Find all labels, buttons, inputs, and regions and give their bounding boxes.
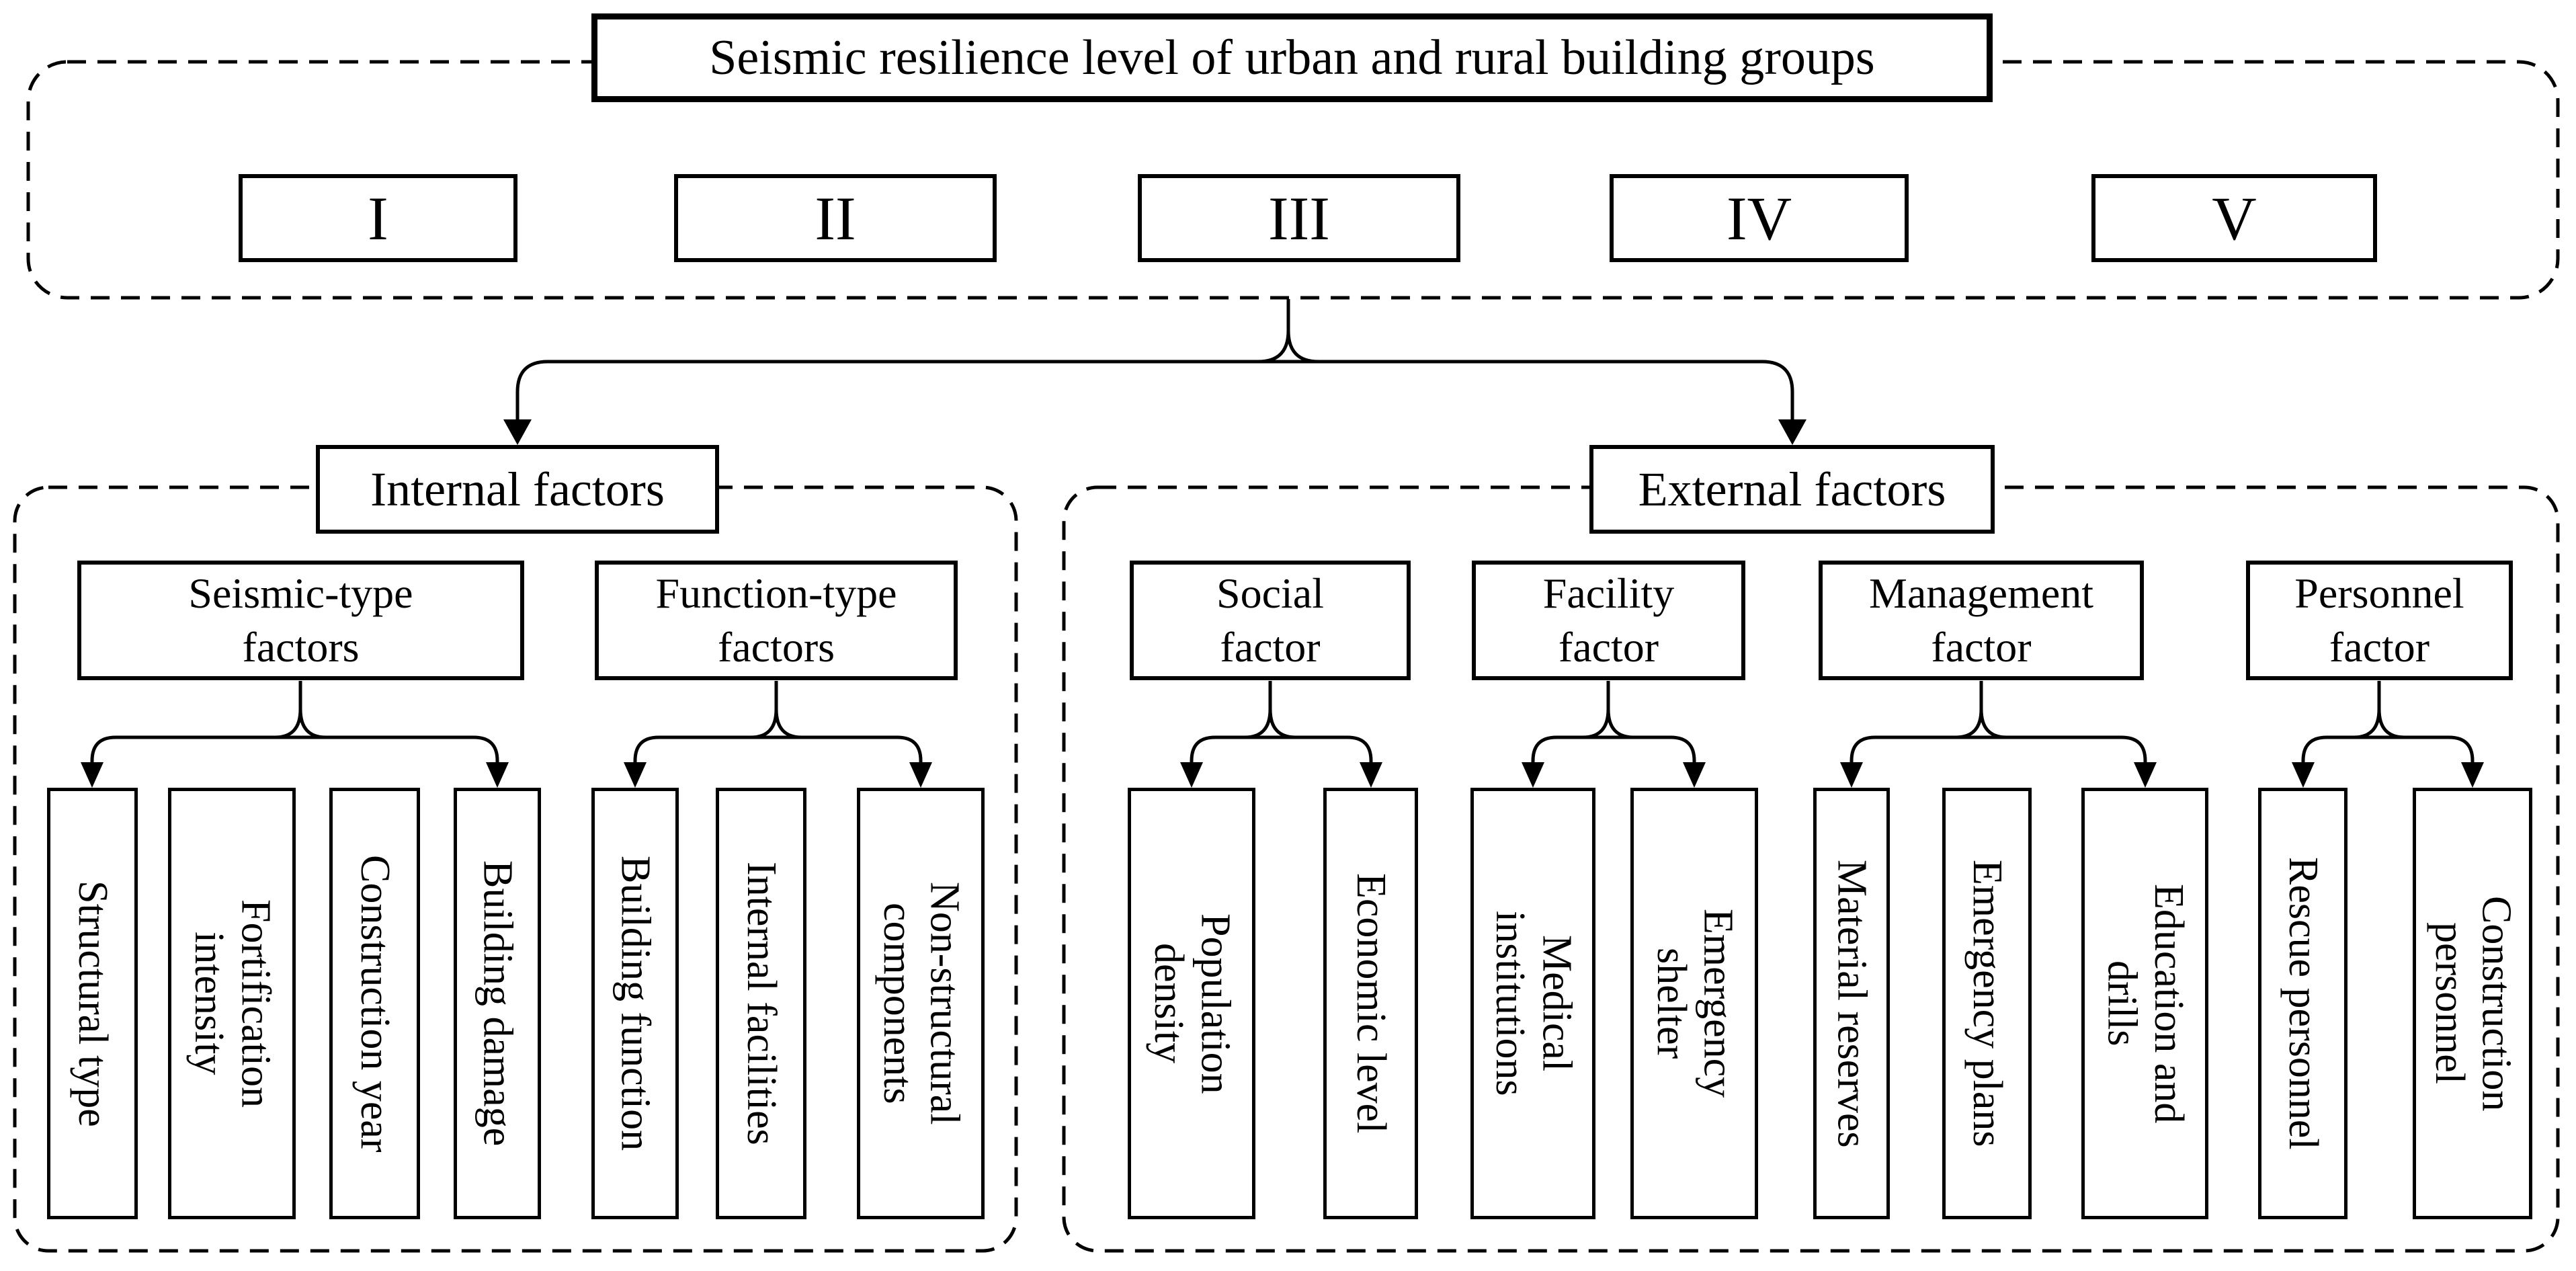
- category-function-type-factors: Function-type factors: [595, 561, 958, 680]
- title-box: Seismic resilience level of urban and ru…: [591, 13, 1993, 102]
- arrowhead: [1683, 762, 1706, 788]
- arrowhead: [2292, 762, 2315, 788]
- level-label: I: [368, 183, 388, 253]
- leaf-label-line: Population: [1192, 913, 1239, 1094]
- level-box-3: III: [1138, 174, 1460, 262]
- arrowhead: [1778, 419, 1806, 445]
- level-box-2: II: [674, 174, 997, 262]
- arrowhead: [1360, 762, 1382, 788]
- category-label-line: Personnel: [2294, 569, 2464, 617]
- category-label-line: factor: [2329, 623, 2430, 671]
- leaf-label-line: intensity: [186, 932, 232, 1075]
- personnel-split-connector: [2301, 681, 2475, 768]
- leaf-label-line: Construction: [2473, 895, 2520, 1112]
- leaf-label-line: drills: [2099, 960, 2145, 1047]
- facility-split-connector: [1531, 681, 1696, 768]
- leaf-label-line: Material reserves: [1829, 859, 1875, 1148]
- leaf-structural-type: Structural type: [47, 788, 138, 1219]
- category-social-factor: Social factor: [1130, 561, 1411, 680]
- leaf-internal-facilities: Internal facilities: [716, 788, 806, 1219]
- leaf-construction-year: Construction year: [329, 788, 420, 1219]
- leaf-label-line: components: [875, 903, 921, 1104]
- leaf-label-line: Education and: [2145, 883, 2192, 1124]
- diagram-title: Seismic resilience level of urban and ru…: [709, 30, 1875, 85]
- category-label-line: Social: [1216, 569, 1324, 617]
- category-label-line: factors: [242, 623, 360, 671]
- arrowhead: [1840, 762, 1863, 788]
- leaf-building-damage: Building damage: [454, 788, 541, 1219]
- arrowhead: [2134, 762, 2157, 788]
- category-facility-factor: Facility factor: [1472, 561, 1745, 680]
- category-personnel-factor: Personnel factor: [2246, 561, 2513, 680]
- leaf-label-line: Economic level: [1348, 873, 1395, 1134]
- main-split-connector: [515, 299, 1794, 423]
- leaf-label-line: density: [1146, 943, 1192, 1064]
- arrowheads: [81, 419, 2484, 788]
- leaf-label-line: personnel: [2427, 922, 2473, 1085]
- leaf-material-reserves: Material reserves: [1813, 788, 1890, 1219]
- arrowhead: [503, 419, 532, 445]
- leaf-label-line: Building damage: [474, 860, 521, 1147]
- management-split-connector: [1850, 681, 2147, 768]
- leaf-label-line: institutions: [1487, 911, 1533, 1096]
- level-label: II: [815, 183, 856, 253]
- function-type-split-connector: [633, 681, 923, 768]
- internal-factors-label: Internal factors: [370, 462, 665, 516]
- leaf-label-line: Construction year: [352, 854, 399, 1153]
- category-management-factor: Management factor: [1819, 561, 2144, 680]
- leaf-rescue-personnel: Rescue personnel: [2258, 788, 2348, 1219]
- leaf-label-line: Internal facilities: [739, 862, 785, 1145]
- internal-factors-box: Internal factors: [316, 445, 719, 534]
- leaf-label-line: Structural type: [70, 880, 116, 1127]
- seismic-type-split-connector: [90, 681, 499, 768]
- arrowhead: [1180, 762, 1203, 788]
- category-label-line: Seismic-type: [188, 569, 413, 617]
- arrowhead: [486, 762, 509, 788]
- level-label: IV: [1726, 183, 1792, 253]
- category-label-line: factor: [1220, 623, 1321, 671]
- leaf-label-line: Emergency plans: [1964, 860, 2011, 1147]
- leaf-label-line: shelter: [1649, 948, 1694, 1059]
- category-label-line: Function-type: [655, 569, 897, 617]
- arrowhead: [624, 762, 647, 788]
- leaf-label-line: Building function: [612, 856, 659, 1151]
- external-factors-label: External factors: [1638, 462, 1946, 516]
- category-label-line: factor: [1931, 623, 2032, 671]
- level-label: III: [1268, 183, 1330, 253]
- leaf-building-function: Building function: [591, 788, 679, 1219]
- external-factors-box: External factors: [1589, 445, 1995, 534]
- leaf-label-line: Emergency: [1695, 909, 1741, 1098]
- leaf-label-line: Non-structural: [921, 882, 968, 1125]
- arrowhead: [909, 762, 932, 788]
- category-seismic-type-factors: Seismic-type factors: [77, 561, 524, 680]
- level-box-5: V: [2091, 174, 2377, 262]
- leaf-label-line: Fortification: [233, 899, 279, 1108]
- leaf-label-line: Rescue personnel: [2280, 857, 2327, 1150]
- level-box-4: IV: [1610, 174, 1909, 262]
- social-split-connector: [1190, 681, 1373, 768]
- category-label-line: factors: [717, 623, 835, 671]
- level-box-1: I: [239, 174, 517, 262]
- leaf-emergency-plans: Emergency plans: [1942, 788, 2032, 1219]
- category-label-line: Management: [1868, 569, 2094, 617]
- category-label-line: factor: [1558, 623, 1659, 671]
- category-label-line: Facility: [1542, 569, 1675, 617]
- arrowhead: [1522, 762, 1544, 788]
- arrowhead: [2461, 762, 2484, 788]
- leaf-economic-level: Economic level: [1323, 788, 1418, 1219]
- level-label: V: [2212, 183, 2257, 253]
- arrowhead: [81, 762, 103, 788]
- leaf-label-line: Medical: [1534, 935, 1580, 1072]
